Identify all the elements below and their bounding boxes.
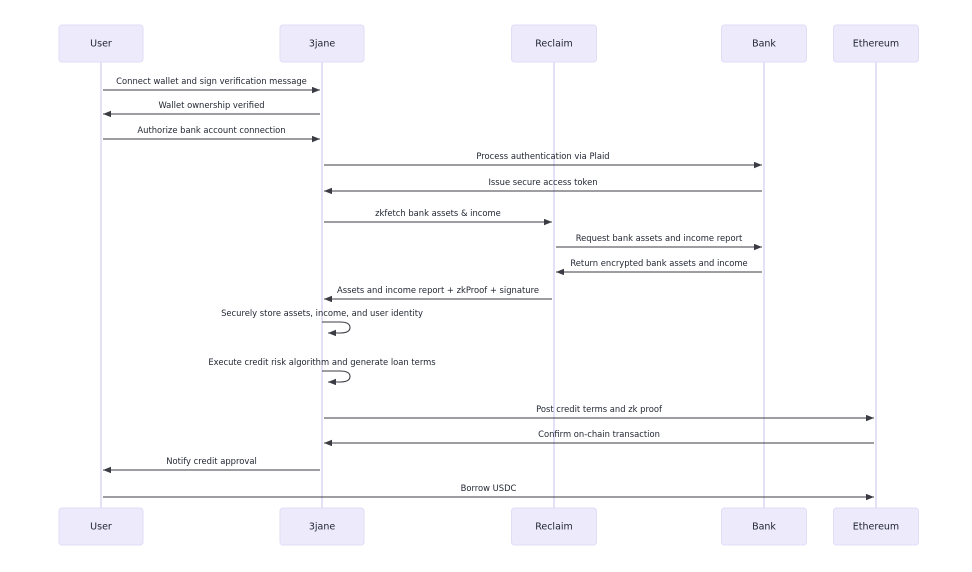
actor-box-rect — [833, 507, 919, 546]
self-loop-path — [322, 321, 351, 337]
message-label: Return encrypted bank assets and income — [570, 258, 747, 268]
actor-box-rect — [721, 507, 807, 546]
actor-label-3jane: 3jane — [309, 39, 336, 50]
messages-layer: Connect wallet and sign verification mes… — [103, 76, 874, 501]
actor-user-top[interactable]: User — [58, 24, 144, 63]
message-9: Assets and income report + zkProof + sig… — [324, 285, 552, 303]
actor-bank-top[interactable]: Bank — [721, 24, 807, 63]
message-label: Issue secure access token — [488, 177, 597, 187]
message-label: Assets and income report + zkProof + sig… — [337, 285, 539, 295]
actor-label-bank: Bank — [752, 39, 776, 50]
message-7: Request bank assets and income report — [556, 233, 762, 251]
actor-label-user: User — [90, 522, 112, 533]
message-label: Request bank assets and income report — [576, 233, 743, 243]
actor-box-rect — [721, 24, 807, 63]
message-label: Notify credit approval — [166, 456, 257, 466]
message-1: Connect wallet and sign verification mes… — [103, 76, 320, 94]
message-5: Issue secure access token — [324, 177, 762, 195]
message-2: Wallet ownership verified — [103, 100, 320, 118]
message-label: Securely store assets, income, and user … — [221, 308, 423, 318]
message-14: Notify credit approval — [103, 456, 320, 474]
message-6: zkfetch bank assets & income — [324, 208, 552, 226]
message-11: Execute credit risk algorithm and genera… — [208, 357, 436, 386]
actor-3jane-bottom[interactable]: 3jane — [279, 507, 365, 546]
message-3: Authorize bank account connection — [103, 125, 320, 143]
actor-box-rect — [833, 24, 919, 63]
actors-bottom-layer: User 3jane Reclaim Bank Ethereum — [58, 507, 919, 546]
message-label: Process authentication via Plaid — [476, 151, 609, 161]
actor-reclaim-top[interactable]: Reclaim — [511, 24, 597, 63]
self-loop-path — [322, 370, 351, 386]
actor-user-bottom[interactable]: User — [58, 507, 144, 546]
message-10: Securely store assets, income, and user … — [221, 308, 423, 337]
message-label: Execute credit risk algorithm and genera… — [208, 357, 435, 367]
actor-label-3jane: 3jane — [309, 522, 336, 533]
actor-label-ethereum: Ethereum — [853, 522, 899, 533]
actor-box-rect — [58, 507, 144, 546]
message-label: Confirm on-chain transaction — [538, 429, 660, 439]
message-12: Post credit terms and zk proof — [324, 404, 874, 422]
actor-box-rect — [279, 24, 365, 63]
message-label: Connect wallet and sign verification mes… — [116, 76, 307, 86]
message-label: Authorize bank account connection — [137, 125, 285, 135]
actor-reclaim-bottom[interactable]: Reclaim — [511, 507, 597, 546]
message-4: Process authentication via Plaid — [324, 151, 762, 169]
actors-top-layer: User 3jane Reclaim Bank Ethereum — [58, 24, 919, 63]
message-label: Borrow USDC — [461, 483, 517, 493]
actor-box-rect — [511, 24, 597, 63]
message-label: Post credit terms and zk proof — [536, 404, 663, 414]
message-label: Wallet ownership verified — [158, 100, 264, 110]
actor-bank-bottom[interactable]: Bank — [721, 507, 807, 546]
actor-box-rect — [511, 507, 597, 546]
actor-label-reclaim: Reclaim — [535, 522, 573, 533]
lifelines-layer — [100, 62, 877, 508]
actor-ethereum-top[interactable]: Ethereum — [833, 24, 919, 63]
actor-box-rect — [279, 507, 365, 546]
actor-label-ethereum: Ethereum — [853, 39, 899, 50]
message-8: Return encrypted bank assets and income — [556, 258, 762, 276]
message-15: Borrow USDC — [103, 483, 874, 501]
actor-3jane-top[interactable]: 3jane — [279, 24, 365, 63]
actor-label-bank: Bank — [752, 522, 776, 533]
message-13: Confirm on-chain transaction — [324, 429, 874, 447]
message-label: zkfetch bank assets & income — [375, 208, 501, 218]
actor-box-rect — [58, 24, 144, 63]
actor-label-reclaim: Reclaim — [535, 39, 573, 50]
actor-label-user: User — [90, 39, 112, 50]
actor-ethereum-bottom[interactable]: Ethereum — [833, 507, 919, 546]
